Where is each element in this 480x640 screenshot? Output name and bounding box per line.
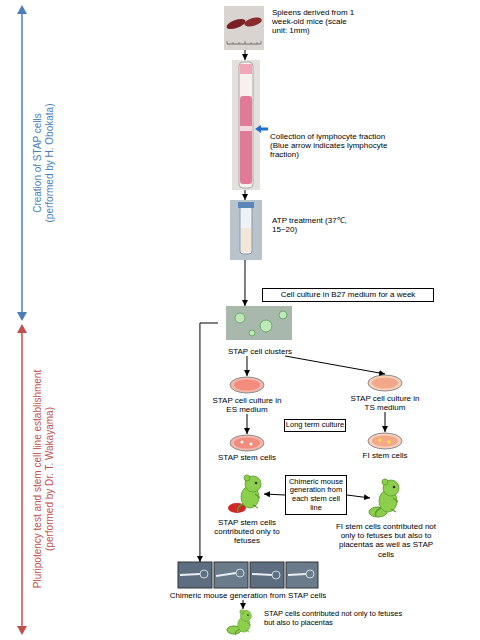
spleen <box>243 16 262 28</box>
stage-bracket <box>21 331 23 628</box>
dish-medium <box>234 438 260 449</box>
colony <box>378 438 382 442</box>
node-caption: STAP cell culture in TS medium <box>347 394 423 412</box>
stage-bracket <box>21 12 23 314</box>
fraction-arrow <box>255 125 268 133</box>
flow-arrow <box>264 494 285 495</box>
colony <box>250 443 253 446</box>
culture-dish-node: STAP cell culture in ES medium <box>209 376 285 414</box>
chimera-mouse-node: STAP cells contributed not only to fetus… <box>228 609 258 635</box>
spleen-photo-node: Spleens derived from 1 week-old mice (sc… <box>224 6 264 50</box>
bracket-head <box>17 324 27 333</box>
embryo <box>272 571 280 579</box>
spleen-photo <box>224 6 264 50</box>
photo-strip-node: Chimeric mouse generation from STAP cell… <box>160 562 336 600</box>
node-caption: FI stem cells <box>363 451 408 460</box>
colony <box>387 440 391 444</box>
process-box: Long term culture <box>284 419 346 432</box>
cell-cluster <box>249 330 255 336</box>
dish-medium <box>372 436 398 447</box>
node-caption: STAP stem cells <box>218 453 276 462</box>
chimera-mouse-node: STAP stem cells contributed only to fetu… <box>230 474 264 514</box>
tube-cap <box>238 202 254 208</box>
node-caption: FI stem cells contributed not only to fe… <box>330 522 442 559</box>
tube-photo <box>230 200 262 260</box>
tube-photo-node: Collection of lymphocyte fraction (Blue … <box>232 60 260 190</box>
cell-cluster <box>260 320 272 332</box>
node-caption: Chimeric mouse generation from STAP cell… <box>170 591 327 600</box>
node-caption: Spleens derived from 1 week-old mice (sc… <box>272 8 356 36</box>
chimera-mouse-node: FI stem cells contributed not only to fe… <box>370 478 402 518</box>
flow-arrow <box>244 190 245 200</box>
bracket-head <box>17 5 27 14</box>
culture-dish <box>230 435 264 451</box>
cell-cluster <box>235 313 245 323</box>
tube-photo-node: ATP treatment (37℃, 15~20) <box>230 200 262 260</box>
bracket-head <box>17 312 27 321</box>
process-box: Chimeric mouse generation from each stem… <box>285 475 347 515</box>
process-box: Cell culture in B27 medium for a week <box>262 288 434 302</box>
culture-dish <box>368 375 402 391</box>
node-caption: STAP cells contributed not only to fetus… <box>264 610 414 627</box>
culture-dish-node: STAP cell culture in TS medium <box>347 374 423 412</box>
embryo <box>236 569 244 577</box>
node-caption: Cell culture in B27 medium for a week <box>281 290 416 299</box>
flow-arrow <box>244 50 245 60</box>
cluster-photo-node: STAP cell clusters <box>218 306 302 356</box>
chimera-fetus <box>235 610 251 635</box>
chimera-fetus <box>376 479 399 516</box>
cluster-photo <box>226 306 292 340</box>
node-caption: Chimeric mouse generation from each stem… <box>287 478 345 513</box>
node-caption: Long term culture <box>286 421 344 430</box>
culture-dish-node: STAP stem cells <box>209 434 285 462</box>
embryo <box>306 570 314 578</box>
cell-cluster <box>279 311 287 319</box>
embryo <box>200 570 208 578</box>
tube <box>239 62 253 188</box>
tube-photo <box>232 60 260 190</box>
node-caption: STAP cell culture in ES medium <box>209 396 285 414</box>
culture-dish-node: FI stem cells <box>347 432 423 460</box>
lymphocyte-band <box>240 126 252 131</box>
node-caption: STAP cell clusters <box>228 347 292 356</box>
node-caption: Collection of lymphocyte fraction (Blue … <box>270 132 388 160</box>
flow-arrow <box>385 412 386 432</box>
bracket-head <box>17 626 27 635</box>
flow-arrow <box>246 356 247 376</box>
stage-label: Pluripotency test and stem cell line est… <box>32 348 56 610</box>
spleen <box>225 17 247 31</box>
chimera-fetus <box>238 475 261 512</box>
stage-label: Creation of STAP cells (performed by H. … <box>32 88 56 238</box>
tube-label <box>240 64 252 74</box>
flow-arrow <box>243 600 244 609</box>
node-caption: STAP stem cells contributed only to fetu… <box>205 518 289 546</box>
flow-arrow <box>200 323 218 562</box>
flow-arrow <box>285 356 385 374</box>
colony <box>241 441 244 444</box>
flow-arrow <box>247 414 248 434</box>
scale-ticks <box>227 41 261 44</box>
culture-dish <box>230 377 264 393</box>
tube-liquid <box>240 96 252 184</box>
scale-ruler <box>227 44 261 45</box>
flow-arrow <box>347 495 370 498</box>
node-caption: ATP treatment (37℃, 15~20) <box>272 216 364 234</box>
dish-medium <box>372 378 398 389</box>
dish-medium <box>234 380 260 391</box>
tube <box>240 206 252 254</box>
culture-dish <box>368 433 402 449</box>
flow-arrow <box>244 260 245 306</box>
tube-liquid <box>241 228 251 252</box>
